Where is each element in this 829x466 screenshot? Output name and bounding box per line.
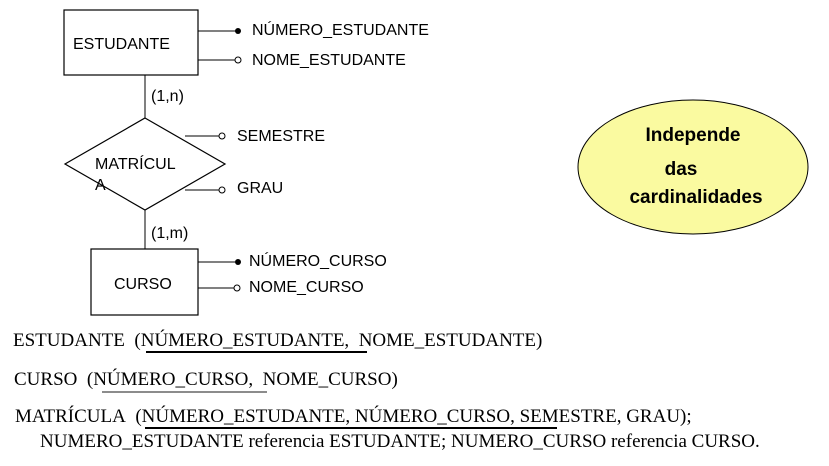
relationship-attr1-label: SEMESTRE (237, 128, 325, 145)
curso-key-attr-label: NÚMERO_CURSO (249, 251, 387, 270)
estudante-attr-label: NOME_ESTUDANTE (252, 52, 406, 69)
schema-estudante-rest: NOME_ESTUDANTE) (358, 330, 543, 351)
note-line1: Independe (645, 125, 740, 146)
schema-curso-rest: NOME_CURSO) (262, 369, 398, 390)
relationship-attr1-marker (218, 132, 226, 140)
estudante-key-attr-label: NÚMERO_ESTUDANTE (252, 20, 429, 39)
curso-key-attr-marker (235, 259, 241, 265)
schema-estudante-table: ESTUDANTE (13, 330, 125, 351)
estudante-entity-box (63, 9, 199, 76)
cardinality-top-label: (1,n) (151, 88, 184, 105)
schema-foreign-keys-note: NUMERO_ESTUDANTE referencia ESTUDANTE; N… (40, 431, 760, 452)
estudante-key-attr-marker (235, 28, 241, 34)
schema-curso-open: ( (86, 369, 94, 390)
note-line3: cardinalidades (629, 187, 762, 208)
note-bubble (577, 99, 809, 235)
schema-matricula-table: MATRÍCULA (15, 406, 126, 427)
schema-estudante: ESTUDANTE (NÚMERO_ESTUDANTE, NOME_ESTUDA… (13, 330, 542, 352)
curso-entity-box (90, 248, 199, 316)
curso-entity-label: CURSO (114, 276, 172, 293)
curso-attr-label: NOME_CURSO (249, 279, 364, 296)
schema-curso-table: CURSO (14, 369, 78, 390)
schema-curso-key: NÚMERO_CURSO, (93, 369, 254, 390)
cardinality-bottom-label: (1,m) (151, 225, 188, 242)
relationship-label-line1: MATRÍCUL (95, 154, 176, 173)
schema-estudante-key: NÚMERO_ESTUDANTE, (140, 330, 350, 351)
estudante-entity-label: ESTUDANTE (73, 36, 170, 53)
schema-matricula: MATRÍCULA (NÚMERO_ESTUDANTE, NÚMERO_CURS… (15, 406, 692, 428)
curso-attr-marker (233, 284, 241, 292)
schema-curso: CURSO (NÚMERO_CURSO, NOME_CURSO) (14, 369, 398, 391)
relationship-label-line2: A (95, 177, 106, 194)
schema-matricula-key: NÚMERO_ESTUDANTE, NÚMERO_CURSO, (141, 406, 515, 427)
relationship-attr2-marker (218, 186, 226, 194)
note-line2: das (665, 159, 698, 180)
schema-matricula-open: ( (135, 406, 142, 427)
estudante-attr-marker (234, 56, 242, 64)
schema-estudante-open: ( (134, 330, 141, 351)
relationship-attr2-label: GRAU (237, 180, 283, 197)
schema-matricula-rest: SEMESTRE, GRAU); (519, 406, 692, 427)
